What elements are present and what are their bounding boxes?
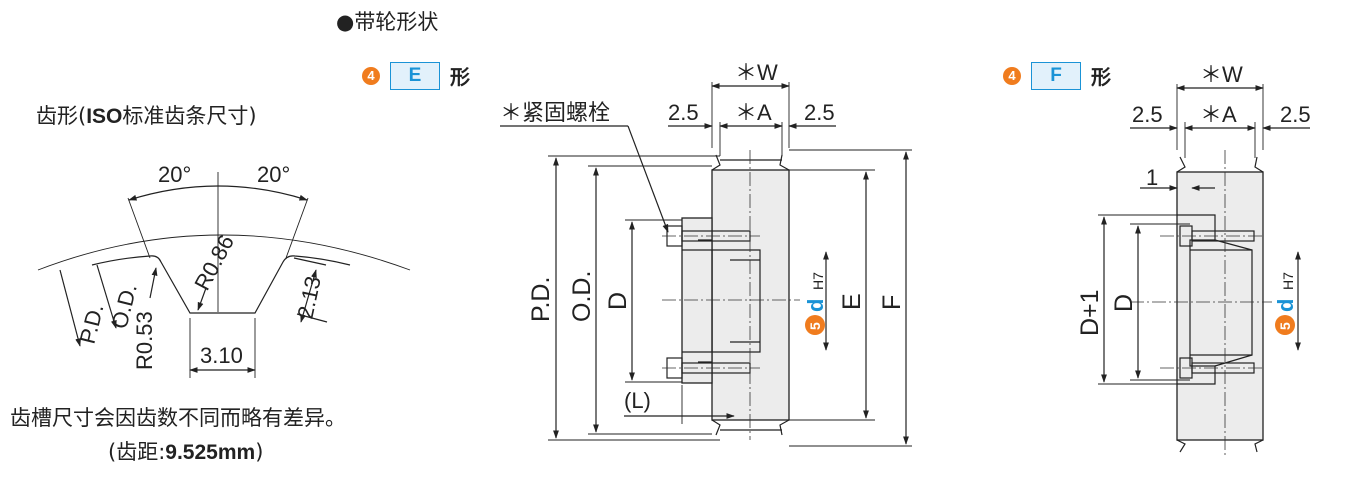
type-f-shape: 形	[1091, 65, 1111, 89]
type-e-drawing	[500, 82, 912, 447]
e-l-label: (L)	[624, 388, 651, 413]
e-od-label: O.D.	[568, 271, 596, 322]
e-bore-number: 5	[807, 322, 823, 330]
e-hub-outer	[711, 169, 790, 421]
tooth-profile-drawing	[37, 172, 411, 378]
f-bore-number: 5	[1277, 322, 1293, 330]
type-e-number: 4	[362, 66, 380, 85]
f-d-label: D	[1110, 294, 1138, 312]
f-dim-1-label: 1	[1146, 165, 1158, 190]
e-bore-tolerance: H7	[810, 272, 826, 290]
type-e-code: E	[390, 61, 440, 90]
e-bore-letter: d	[803, 299, 828, 312]
tooth-title-iso: ISO	[86, 105, 123, 128]
type-e-shape: 形	[450, 65, 470, 89]
type-f-code: F	[1031, 61, 1081, 90]
f-bore-letter: d	[1273, 299, 1298, 312]
e-screw-label: ＊紧固螺栓	[500, 100, 610, 125]
page-title: ●带轮形状	[336, 10, 439, 34]
tooth-height-label: 2.13	[292, 274, 325, 321]
pitch-suffix: )	[255, 440, 264, 464]
f-hub-outer	[1176, 171, 1264, 441]
e-e-label: E	[838, 293, 866, 310]
tooth-pd-label: P.D.	[75, 301, 109, 346]
pitch-circle-arc	[37, 234, 411, 271]
pitch-value: 9.525mm	[165, 441, 256, 464]
e-hub-flange	[681, 217, 713, 384]
tooth-title-suffix: 标准齿条尺寸)	[122, 104, 257, 128]
tip-radius-label: R0.86	[189, 231, 239, 295]
e-flange-left-label: 2.5	[668, 100, 699, 125]
e-d-label: D	[604, 292, 632, 310]
type-e-badge: 4 E 形	[362, 61, 470, 90]
f-bore-label: 5 d H7	[1273, 272, 1298, 335]
e-f-label: F	[878, 295, 906, 310]
tooth-title-prefix: 齿形(	[36, 104, 87, 128]
e-pd-label: P.D.	[527, 277, 555, 322]
f-w-label: ＊W	[1200, 62, 1243, 87]
e-flange-right-label: 2.5	[804, 100, 835, 125]
tooth-width-label: 3.10	[200, 343, 243, 368]
tooth-pitch-note: (齿距:9.525mm)	[108, 436, 263, 466]
angle-left-label: 20°	[158, 162, 191, 187]
type-f-number: 4	[1003, 66, 1021, 85]
f-flange-right-label: 2.5	[1280, 102, 1311, 127]
f-bore-tolerance: H7	[1280, 272, 1296, 290]
tooth-groove-note: 齿槽尺寸会因齿数不同而略有差异。	[10, 406, 346, 430]
angle-right-label: 20°	[257, 162, 290, 187]
root-radius-label: R0.53	[132, 311, 157, 370]
pitch-prefix: (齿距:	[108, 440, 166, 464]
type-f-badge: 4 F 形	[1003, 61, 1111, 90]
f-d1-label: D+1	[1076, 289, 1104, 336]
e-bore-label: 5 d H7	[803, 272, 828, 335]
e-a-label: ＊A	[735, 100, 772, 125]
f-flange-left-label: 2.5	[1132, 102, 1163, 127]
type-f-drawing	[1098, 84, 1310, 456]
tooth-profile-title: 齿形(ISO标准齿条尺寸)	[36, 100, 257, 130]
f-a-label: ＊A	[1200, 102, 1237, 127]
e-w-label: ＊W	[735, 60, 778, 85]
